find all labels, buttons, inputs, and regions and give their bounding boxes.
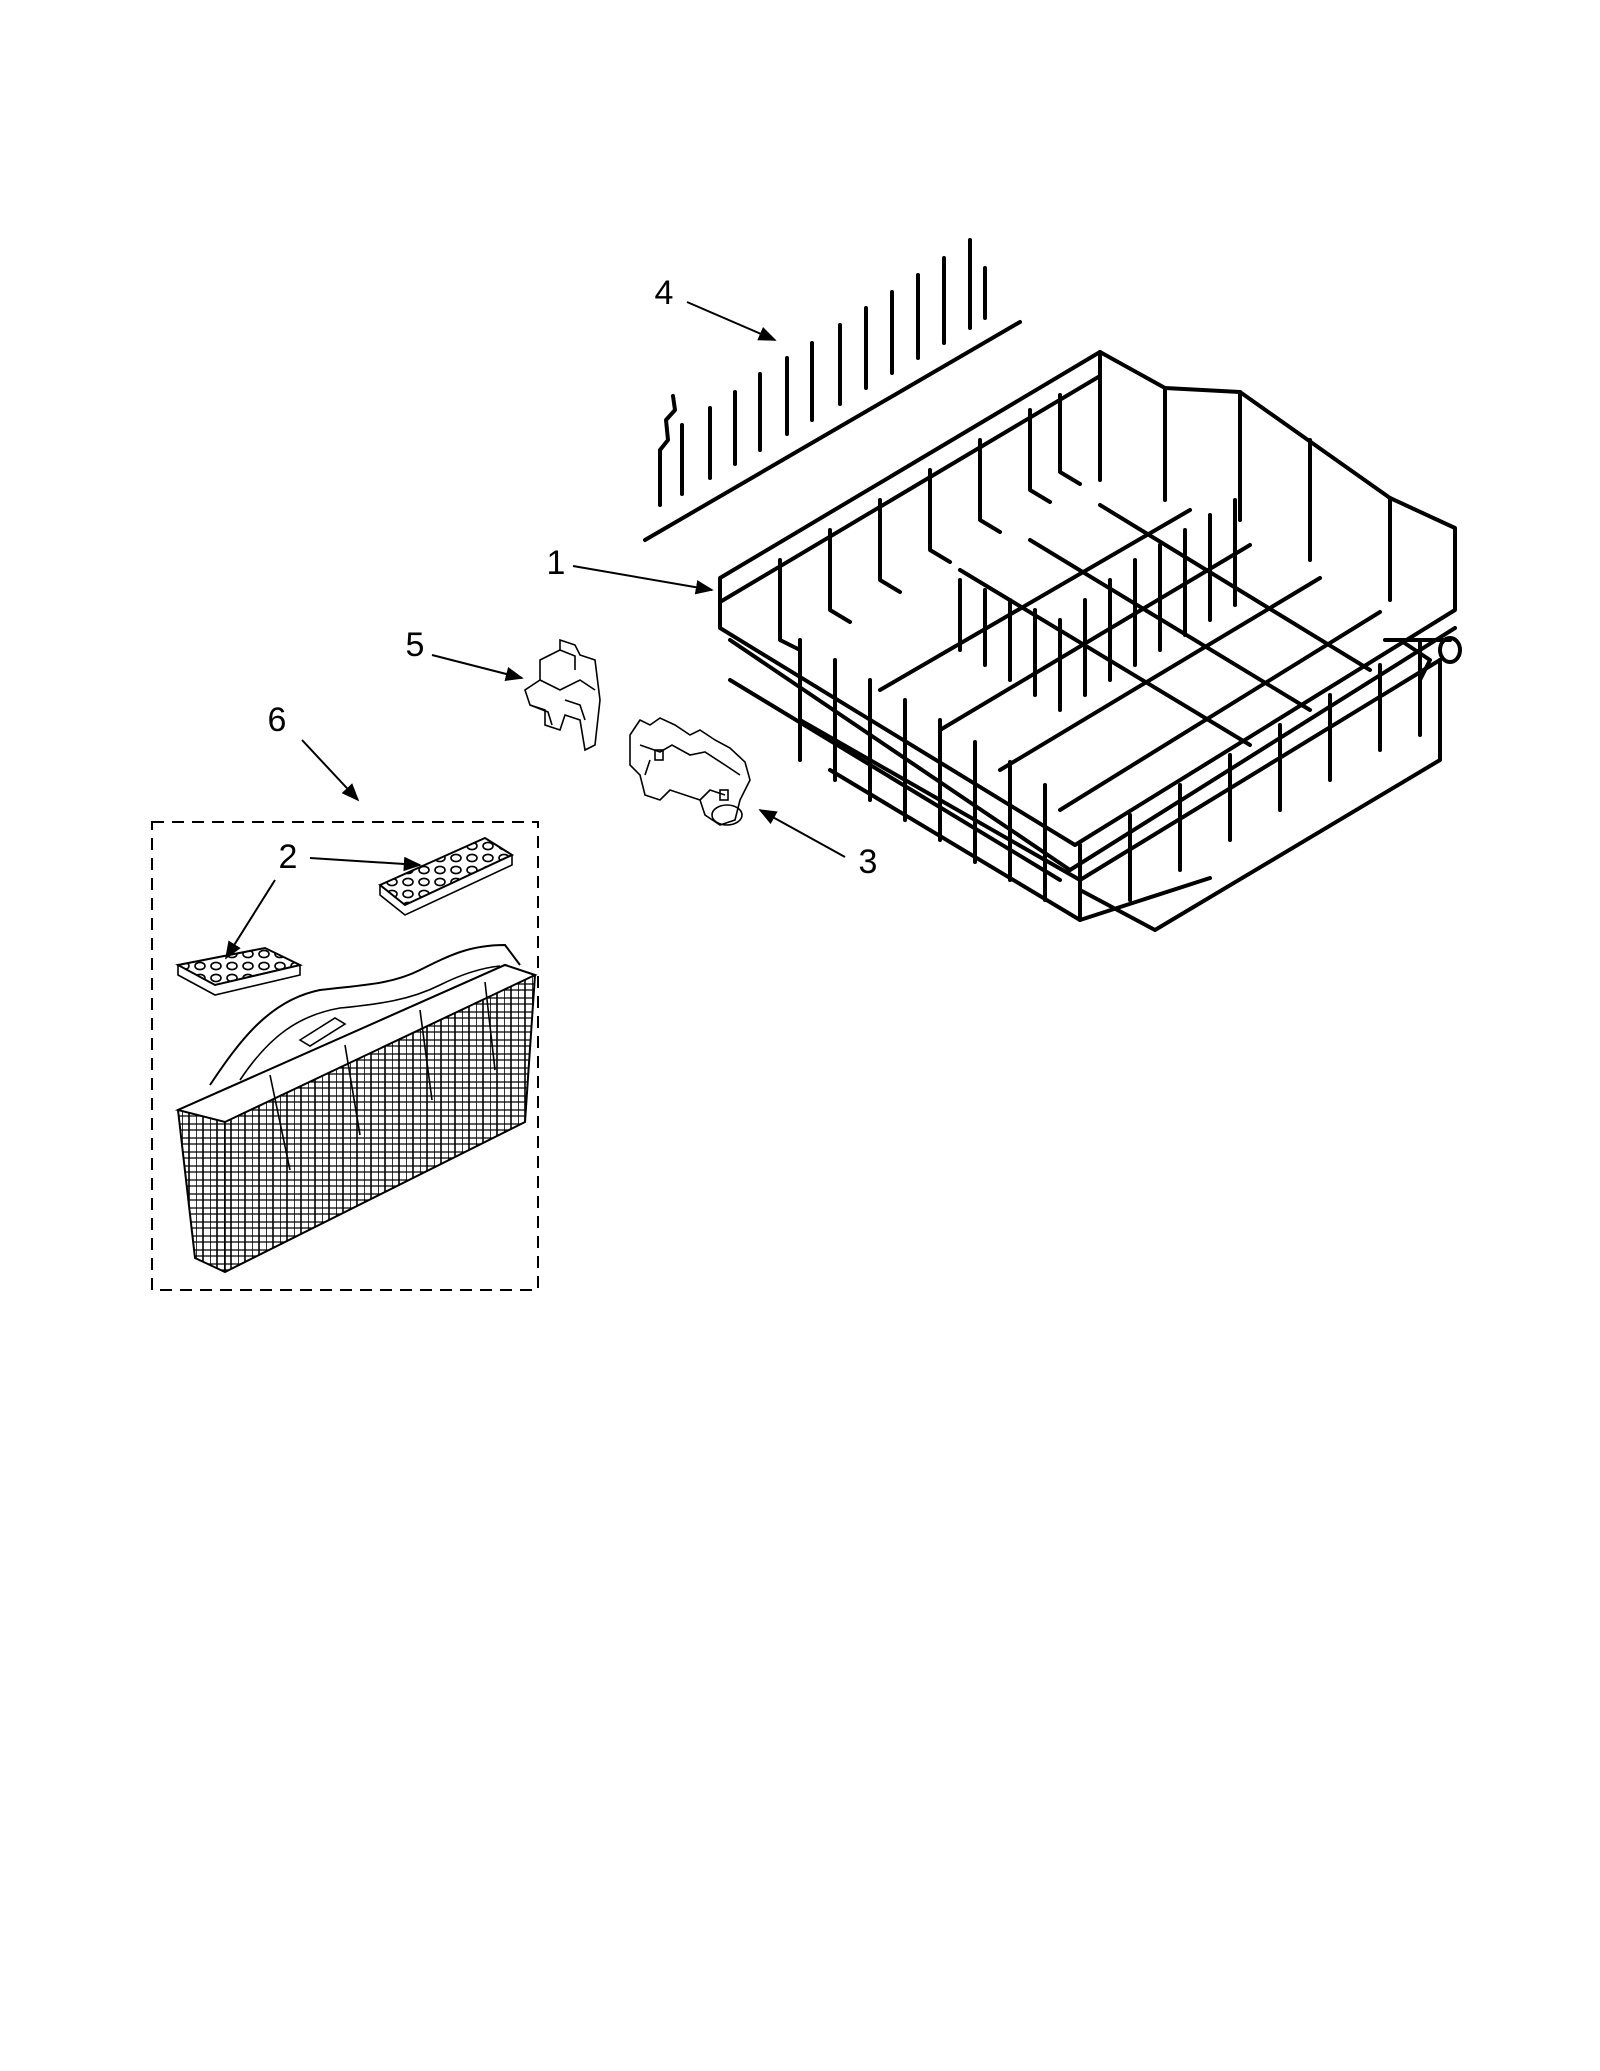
callout-6: 6 bbox=[267, 701, 287, 739]
rack-wheel-drawing bbox=[629, 717, 751, 826]
lower-dishrack-drawing bbox=[718, 350, 1462, 932]
silverware-basket bbox=[174, 943, 538, 1274]
leader-2a bbox=[309, 856, 422, 872]
callout-3: 3 bbox=[858, 843, 878, 881]
callout-1: 1 bbox=[546, 544, 566, 582]
tine-row-drawing bbox=[643, 238, 1022, 542]
callout-5: 5 bbox=[405, 626, 425, 664]
callout-4: 4 bbox=[654, 274, 674, 312]
rack-clip-drawing bbox=[524, 638, 601, 752]
leader-6 bbox=[301, 739, 360, 802]
leader-2b bbox=[225, 879, 276, 960]
leader-lines bbox=[225, 301, 846, 960]
leader-5 bbox=[431, 654, 524, 681]
callout-2: 2 bbox=[278, 838, 298, 876]
kit-boundary bbox=[151, 821, 539, 1291]
leader-4 bbox=[686, 301, 777, 341]
silverware-basket-kit-drawing bbox=[151, 821, 539, 1291]
leader-1 bbox=[572, 565, 714, 595]
leader-3 bbox=[758, 809, 846, 858]
basket-lid-upper bbox=[378, 836, 515, 916]
basket-lid-lower bbox=[175, 946, 303, 996]
